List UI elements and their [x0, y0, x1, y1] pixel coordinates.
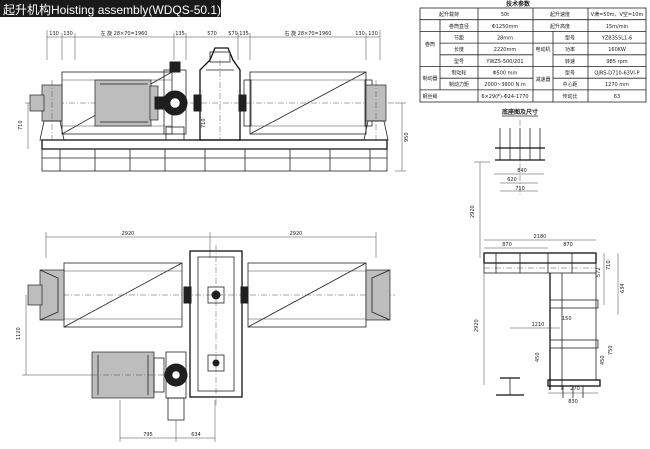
dim-front-groove-left: 左 旋 28×70=1960 [100, 30, 147, 37]
cell-r5-label: 型号 [454, 58, 464, 65]
cell-r3-label2: 型号 [565, 35, 575, 42]
frame-heading: 底座图及尺寸 [502, 108, 538, 116]
cell-r6-label: 制动轮 [451, 70, 466, 77]
cell-r3-value: 28mm [497, 36, 513, 42]
dim-frame-1210: 1210 [532, 322, 545, 328]
dim-frame-2920a: 2920 [470, 205, 476, 218]
cell-r4-value2: 160KW [608, 47, 626, 53]
cell-r2-value2: 15m/min [606, 24, 628, 30]
dim-front-130a: 130 [49, 31, 59, 37]
title-bar: 起升机构Hoisting assembly(WDQS-50.1) [0, 0, 221, 17]
dim-front-135a: 135 [175, 31, 185, 37]
dim-frame-620: 620 [507, 177, 517, 183]
group-drum: 卷筒 [425, 41, 435, 48]
drawing-title: 起升机构Hoisting assembly(WDQS-50.1) [3, 3, 222, 17]
dim-plan-795: 795 [143, 432, 153, 438]
dim-front-710b: 710 [201, 118, 207, 128]
dim-frame-870a: 870 [502, 242, 512, 248]
cell-r7-value: 2000~3600 N.m [484, 82, 526, 88]
dim-frame-710: 710 [515, 186, 525, 192]
plan-view: 2920 2920 [16, 231, 395, 442]
parameter-table: 技术参数 起升载荷 50t 起升速度 V满=50m、V空=10m 卷筒 制动器 … [419, 0, 647, 103]
dim-front-130b: 130 [63, 31, 73, 37]
dim-frame-870b: 870 [563, 242, 573, 248]
dim-frame-750: 750 [608, 345, 614, 355]
cell-r1-value: 50t [501, 12, 509, 18]
dim-front-135b: 135 [239, 31, 249, 37]
dim-plan-2920a: 2920 [122, 231, 135, 237]
cell-r1-value2: V满=50m、V空=10m [591, 11, 644, 18]
cell-r7-label2: 中心距 [562, 81, 577, 88]
cell-r6-label2: 型号 [565, 70, 575, 77]
cell-r4-label2: 功率 [565, 46, 575, 53]
dim-frame-450a: 450 [535, 352, 541, 362]
cell-r2-label2: 起升高度 [550, 23, 570, 30]
dim-front-130c: 130 [355, 31, 365, 37]
cell-r6-value: Φ500 mm [493, 71, 518, 77]
cell-r4-value: 2220mm [494, 47, 517, 53]
dim-frame-2180: 2180 [534, 234, 547, 240]
cell-r2-value: Φ1250mm [492, 24, 519, 30]
dim-frame-150: 150 [562, 316, 572, 322]
cell-r3-label: 节距 [454, 36, 464, 42]
cell-r8-label: 钢丝绳 [422, 93, 437, 100]
front-elevation-view: 130 130 左 旋 28×70=1960 135 570 570 135 右… [18, 30, 410, 172]
cell-r6-value2: QJRS-D710-63VI-P [594, 71, 639, 77]
dim-front-groove-right: 右 旋 28×70=1960 [284, 30, 331, 37]
dim-front-710a: 710 [18, 120, 24, 130]
cell-r5-value2: 985 rpm [606, 59, 627, 65]
dim-plan-2920b: 2920 [290, 231, 303, 237]
cell-r1-label2: 起升速度 [550, 11, 570, 18]
dim-frame-572: 572 [596, 267, 602, 277]
cell-r7-value2: 1270 mm [605, 82, 629, 88]
dim-front-950: 950 [404, 132, 410, 142]
dim-plan-634: 634 [191, 432, 201, 438]
cell-r3-value2: YZB355L1-6 [601, 36, 632, 42]
dim-frame-830: 830 [568, 399, 578, 405]
cell-r1-label: 起升载荷 [439, 11, 459, 18]
base-frame-detail: 底座图及尺寸 840 620 710 2920 2180 870 870 [470, 108, 626, 405]
dim-front-570b: 570 [228, 31, 238, 37]
cell-r8-label2: 传动比 [562, 93, 577, 100]
cell-r4-label: 长度 [454, 46, 464, 53]
group-motor: 电动机 [535, 46, 550, 53]
dim-front-130d: 130 [368, 31, 378, 37]
group-brake: 制动器 [422, 75, 437, 82]
dim-frame-2920b: 2920 [474, 319, 480, 332]
group-reducer: 减速器 [535, 76, 550, 83]
table-heading: 技术参数 [506, 0, 531, 8]
dim-frame-450b: 450 [600, 355, 606, 365]
cell-r2-label: 卷筒直径 [449, 23, 469, 30]
dim-frame-270: 270 [570, 386, 580, 392]
cell-r7-label: 制动力矩 [449, 81, 469, 88]
dim-frame-634: 634 [620, 283, 626, 293]
dim-frame-v710: 710 [606, 260, 612, 270]
cell-r5-value: YWZ5-500/201 [485, 59, 523, 65]
cell-r8-value2: 63 [614, 94, 620, 100]
dim-frame-840: 840 [517, 168, 527, 174]
cell-r5-label2: 转速 [565, 58, 575, 65]
dim-plan-1120: 1120 [16, 327, 22, 340]
dim-front-570a: 570 [207, 31, 217, 37]
cell-r8-value: 6×29(F)-Φ24-1770 [481, 94, 528, 100]
